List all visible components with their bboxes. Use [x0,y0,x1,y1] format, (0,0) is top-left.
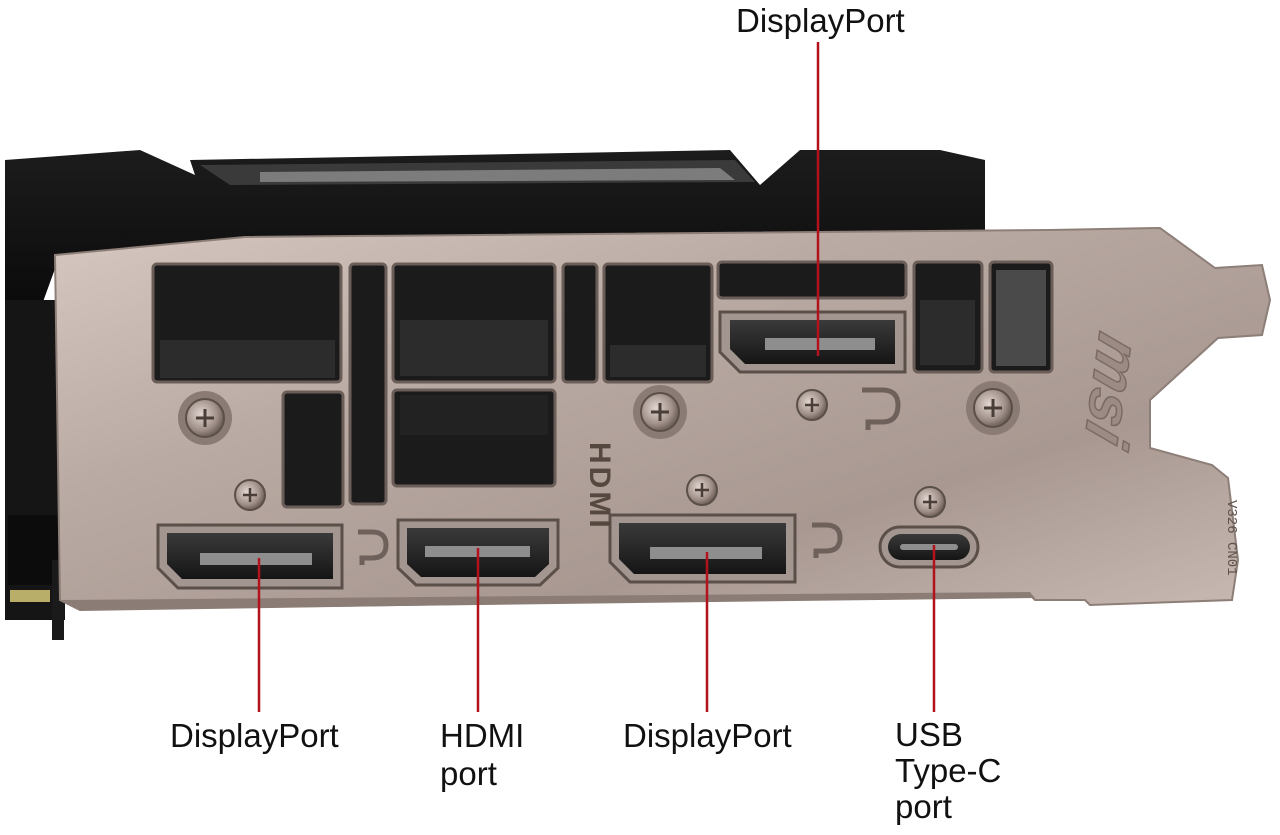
screw-icon [178,391,232,445]
screw-icon [234,479,266,511]
screw-icon [796,389,828,421]
label-hdmi-port: HDMI port [440,717,525,792]
vent-interior-detail [160,270,1046,435]
label-bottom-displayport-left: DisplayPort [170,717,339,754]
usb-c-port [878,525,980,569]
cooler-shroud [5,150,985,640]
screw-icon [966,381,1020,435]
displayport-logo-icon [862,387,901,430]
label-bottom-displayport-right: DisplayPort [623,717,792,754]
part-code: V326 CN01 [1223,500,1239,576]
brand-logo: msi [1072,325,1154,457]
hdmi-engraving: HDMI [583,442,616,531]
screw-icon [914,486,946,518]
leader-lines [257,42,936,712]
displayport-top [718,310,907,374]
label-top-displayport: DisplayPort [736,2,905,39]
screw-icon [633,385,687,439]
displayport-bottom-left [156,523,344,590]
displayport-bottom-right [608,513,797,584]
screw-icon [686,474,718,506]
label-usb-c-port: USB Type-C port [895,716,1002,825]
displayport-logo-icon [358,529,389,565]
displayport-logo-icon [812,522,843,558]
